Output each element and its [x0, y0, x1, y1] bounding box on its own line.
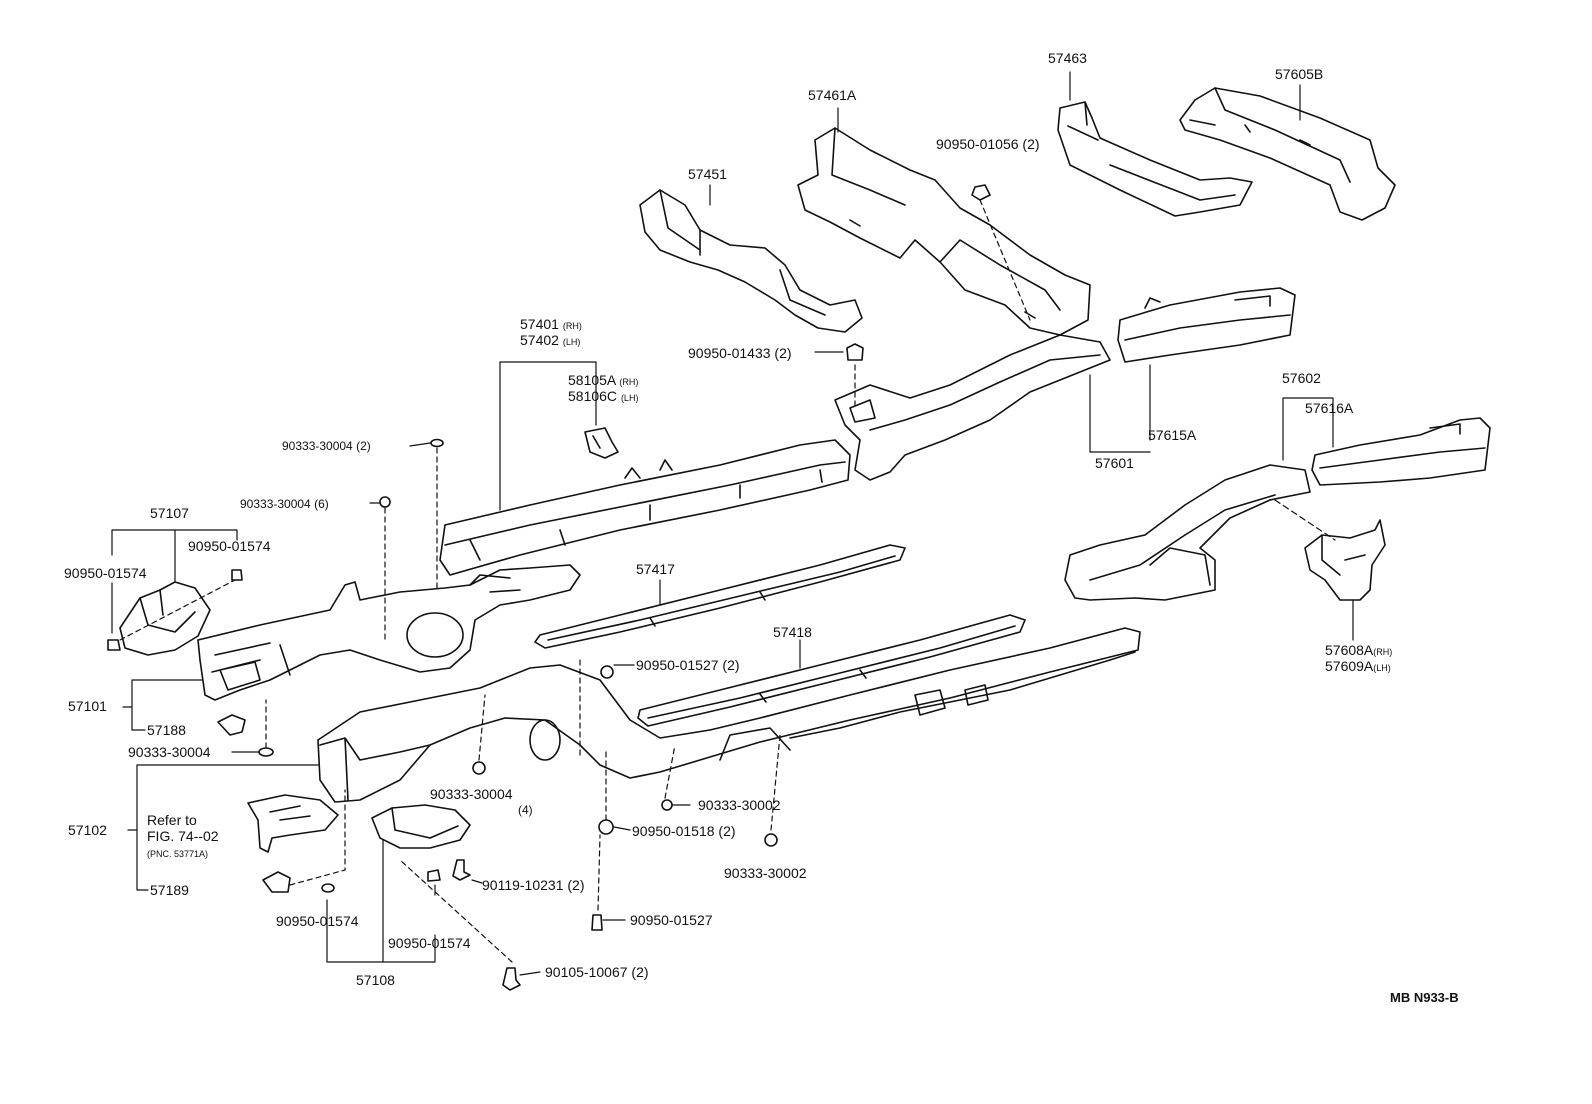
label-57601: 57601	[1095, 455, 1134, 471]
label-90119-10231: 90119-10231 (2)	[482, 877, 585, 893]
label-57451: 57451	[688, 166, 727, 182]
label-90333-30004-c: 90333-30004	[128, 744, 211, 760]
label-90333-30002-b: 90333-30002	[724, 865, 807, 881]
label-90950-01518: 90950-01518 (2)	[632, 823, 736, 839]
side-rail-57401	[439, 439, 851, 576]
label-90950-01527-b: 90950-01527	[630, 912, 713, 928]
side-rh: (RH)	[1373, 647, 1393, 657]
label-57402: 57402 (LH)	[520, 332, 580, 350]
refer-note-line2: FIG. 74--02	[147, 828, 219, 844]
mount-57107	[119, 581, 211, 656]
label-57101: 57101	[68, 698, 107, 714]
leader-lines	[111, 71, 1354, 976]
side-rh: (RH)	[619, 377, 639, 387]
label-90950-01433: 90950-01433 (2)	[688, 345, 792, 361]
quantity: (2)	[1022, 136, 1040, 152]
fasteners	[107, 184, 991, 991]
panel-57461A	[797, 127, 1091, 336]
label-90950-01574-c: 90950-01574	[276, 913, 359, 929]
side-lh: (LH)	[1373, 663, 1391, 673]
mount-57108	[371, 804, 471, 849]
quantity: (2)	[567, 877, 585, 893]
bracket-57188	[217, 714, 246, 736]
side-lh: (LH)	[620, 393, 639, 403]
label-90950-01527-a: 90950-01527 (2)	[636, 657, 740, 673]
rear-rail-57602	[1064, 464, 1311, 601]
bracket-refer-74-02	[247, 794, 339, 853]
rail-extension-57615A	[1117, 287, 1296, 363]
crossmember-57605B	[1179, 87, 1396, 221]
label-90950-01056: 90950-01056 (2)	[936, 136, 1040, 152]
label-58106C: 58106C (LH)	[568, 388, 638, 406]
label-90950-01574-b: 90950-01574	[64, 565, 147, 581]
label-57418: 57418	[773, 624, 812, 640]
label-57608A: 57608A(RH)	[1325, 642, 1392, 660]
label-90333-30004-2: 90333-30004 (2)	[282, 439, 371, 453]
label-90333-30004-6: 90333-30004 (6)	[240, 497, 329, 511]
crossmember-57463	[1057, 101, 1253, 217]
floor-member-57417	[534, 544, 906, 649]
side-rail-57102	[317, 627, 1141, 803]
label-90950-01574-a: 90950-01574	[188, 538, 271, 554]
label-57605B: 57605B	[1275, 66, 1324, 82]
label-57189: 57189	[150, 882, 189, 898]
part-number: 57401	[520, 316, 559, 332]
label-57108: 57108	[356, 972, 395, 988]
label-57463: 57463	[1048, 50, 1087, 66]
quantity: (2)	[631, 964, 649, 980]
label-57107: 57107	[150, 505, 189, 521]
label-57615A: 57615A	[1148, 427, 1197, 443]
bracket-57451	[639, 189, 863, 333]
part-number: 57402	[520, 332, 559, 348]
bracket-58105A	[584, 427, 619, 459]
part-number: 90119-10231	[482, 877, 564, 893]
refer-note-line3: (PNC. 53771A)	[147, 849, 209, 859]
bracket-57189	[262, 871, 291, 893]
part-number: 57608A	[1325, 642, 1374, 658]
part-number: 58106C	[568, 388, 618, 404]
label-57188: 57188	[147, 722, 186, 738]
label-90333-30004-4: 90333-30004	[430, 786, 513, 802]
label-qty-4: (4)	[518, 803, 533, 817]
label-57461A: 57461A	[808, 87, 857, 103]
label-58105A: 58105A (RH)	[568, 372, 638, 390]
label-57417: 57417	[636, 561, 675, 577]
bracket-57608A	[1304, 519, 1386, 601]
part-number: 58105A	[568, 372, 616, 388]
label-90950-01574-d: 90950-01574	[388, 935, 471, 951]
label-57401: 57401 (RH)	[520, 316, 582, 334]
side-lh: (LH)	[562, 337, 581, 347]
diagram-code: MB N933-B	[1390, 990, 1459, 1005]
side-rh: (RH)	[562, 321, 582, 331]
rear-rail-57601	[834, 334, 1111, 481]
part-number: 90950-01056	[936, 136, 1019, 152]
label-90105-10067: 90105-10067 (2)	[545, 964, 649, 980]
refer-note-line1: Refer to	[147, 812, 197, 828]
part-number: 57609A	[1325, 658, 1374, 674]
label-57602: 57602	[1282, 370, 1321, 386]
rail-extension-57616A	[1311, 417, 1491, 486]
side-rail-57101	[197, 564, 581, 701]
label-57609A: 57609A(LH)	[1325, 658, 1391, 676]
label-90333-30002-a: 90333-30002	[698, 797, 781, 813]
label-57102: 57102	[68, 822, 107, 838]
label-57616A: 57616A	[1305, 400, 1354, 416]
floor-member-57418	[637, 614, 1026, 727]
part-number: 90105-10067	[545, 964, 628, 980]
